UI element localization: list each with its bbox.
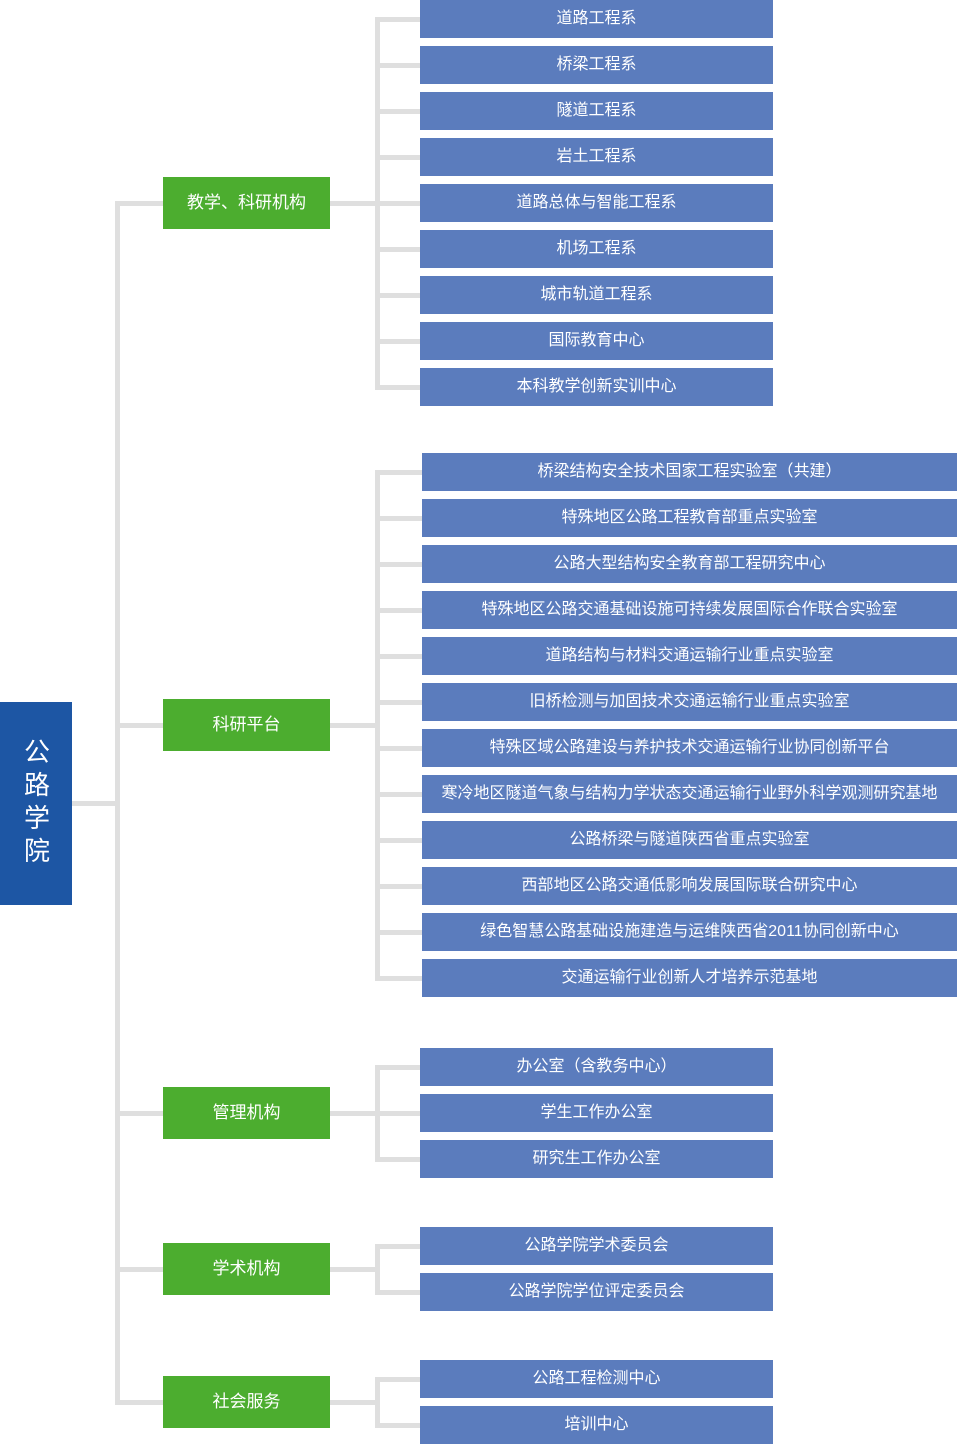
connector-line bbox=[375, 154, 420, 160]
connector-line bbox=[375, 1376, 420, 1382]
leaf-node-2-1: 学生工作办公室 bbox=[420, 1094, 773, 1132]
org-root-node: 公路学院 bbox=[0, 702, 72, 905]
leaf-node-0-1: 桥梁工程系 bbox=[420, 46, 773, 84]
leaf-node-0-7: 国际教育中心 bbox=[420, 322, 773, 360]
connector-line bbox=[375, 975, 422, 981]
leaf-node-0-8: 本科教学创新实训中心 bbox=[420, 368, 773, 406]
connector-line bbox=[375, 745, 422, 751]
leaf-node-0-0: 道路工程系 bbox=[420, 0, 773, 38]
leaf-node-1-4: 道路结构与材料交通运输行业重点实验室 bbox=[422, 637, 957, 675]
connector-line bbox=[375, 1110, 420, 1116]
connector-line bbox=[375, 246, 420, 252]
leaf-node-0-2: 隧道工程系 bbox=[420, 92, 773, 130]
leaf-node-0-3: 岩土工程系 bbox=[420, 138, 773, 176]
connector-line bbox=[375, 1289, 420, 1295]
connector-line bbox=[375, 561, 422, 567]
connector-line bbox=[330, 722, 380, 728]
org-root-label: 公路学院 bbox=[20, 737, 51, 870]
connector-line bbox=[115, 722, 163, 728]
connector-line bbox=[375, 1156, 420, 1162]
leaf-node-1-1: 特殊地区公路工程教育部重点实验室 bbox=[422, 499, 957, 537]
leaf-node-2-2: 研究生工作办公室 bbox=[420, 1140, 773, 1178]
leaf-node-4-1: 培训中心 bbox=[420, 1406, 773, 1444]
leaf-node-1-3: 特殊地区公路交通基础设施可持续发展国际合作联合实验室 bbox=[422, 591, 957, 629]
connector-line bbox=[375, 607, 422, 613]
leaf-node-0-4: 道路总体与智能工程系 bbox=[420, 184, 773, 222]
connector-line bbox=[375, 1422, 420, 1428]
leaf-node-4-0: 公路工程检测中心 bbox=[420, 1360, 773, 1398]
connector-line bbox=[375, 469, 380, 981]
leaf-node-3-1: 公路学院学位评定委员会 bbox=[420, 1273, 773, 1311]
leaf-node-1-9: 西部地区公路交通低影响发展国际联合研究中心 bbox=[422, 867, 957, 905]
leaf-node-1-8: 公路桥梁与隧道陕西省重点实验室 bbox=[422, 821, 957, 859]
leaf-node-1-2: 公路大型结构安全教育部工程研究中心 bbox=[422, 545, 957, 583]
leaf-node-1-7: 寒冷地区隧道气象与结构力学状态交通运输行业野外科学观测研究基地 bbox=[422, 775, 957, 813]
connector-line bbox=[375, 292, 420, 298]
connector-line bbox=[330, 1266, 380, 1272]
connector-line bbox=[375, 929, 422, 935]
leaf-node-0-6: 城市轨道工程系 bbox=[420, 276, 773, 314]
category-node-1: 科研平台 bbox=[163, 699, 330, 751]
leaf-node-1-10: 绿色智慧公路基础设施建造与运维陕西省2011协同创新中心 bbox=[422, 913, 957, 951]
connector-line bbox=[375, 62, 420, 68]
leaf-node-1-5: 旧桥检测与加固技术交通运输行业重点实验室 bbox=[422, 683, 957, 721]
connector-line bbox=[375, 338, 420, 344]
leaf-node-1-0: 桥梁结构安全技术国家工程实验室（共建） bbox=[422, 453, 957, 491]
connector-line bbox=[375, 791, 422, 797]
connector-line bbox=[375, 699, 422, 705]
category-node-4: 社会服务 bbox=[163, 1376, 330, 1428]
leaf-node-1-6: 特殊区域公路建设与养护技术交通运输行业协同创新平台 bbox=[422, 729, 957, 767]
connector-line bbox=[375, 384, 420, 390]
connector-line bbox=[375, 469, 422, 475]
category-node-2: 管理机构 bbox=[163, 1087, 330, 1139]
category-node-3: 学术机构 bbox=[163, 1243, 330, 1295]
connector-line bbox=[375, 883, 422, 889]
connector-line bbox=[115, 1266, 163, 1272]
connector-line bbox=[375, 108, 420, 114]
connector-line bbox=[72, 801, 120, 806]
connector-line bbox=[115, 1110, 163, 1116]
connector-line bbox=[330, 1110, 380, 1116]
connector-line bbox=[375, 837, 422, 843]
connector-line bbox=[375, 200, 420, 206]
connector-line bbox=[115, 1399, 163, 1405]
connector-line bbox=[375, 16, 420, 22]
connector-line bbox=[375, 515, 422, 521]
connector-line bbox=[375, 1376, 380, 1428]
leaf-node-2-0: 办公室（含教务中心） bbox=[420, 1048, 773, 1086]
connector-line bbox=[375, 1243, 380, 1295]
connector-line bbox=[375, 1064, 420, 1070]
connector-line bbox=[330, 200, 380, 206]
leaf-node-3-0: 公路学院学术委员会 bbox=[420, 1227, 773, 1265]
connector-line bbox=[330, 1399, 380, 1405]
leaf-node-0-5: 机场工程系 bbox=[420, 230, 773, 268]
connector-line bbox=[115, 200, 163, 206]
category-node-0: 教学、科研机构 bbox=[163, 177, 330, 229]
connector-line bbox=[375, 653, 422, 659]
leaf-node-1-11: 交通运输行业创新人才培养示范基地 bbox=[422, 959, 957, 997]
connector-line bbox=[375, 1243, 420, 1249]
